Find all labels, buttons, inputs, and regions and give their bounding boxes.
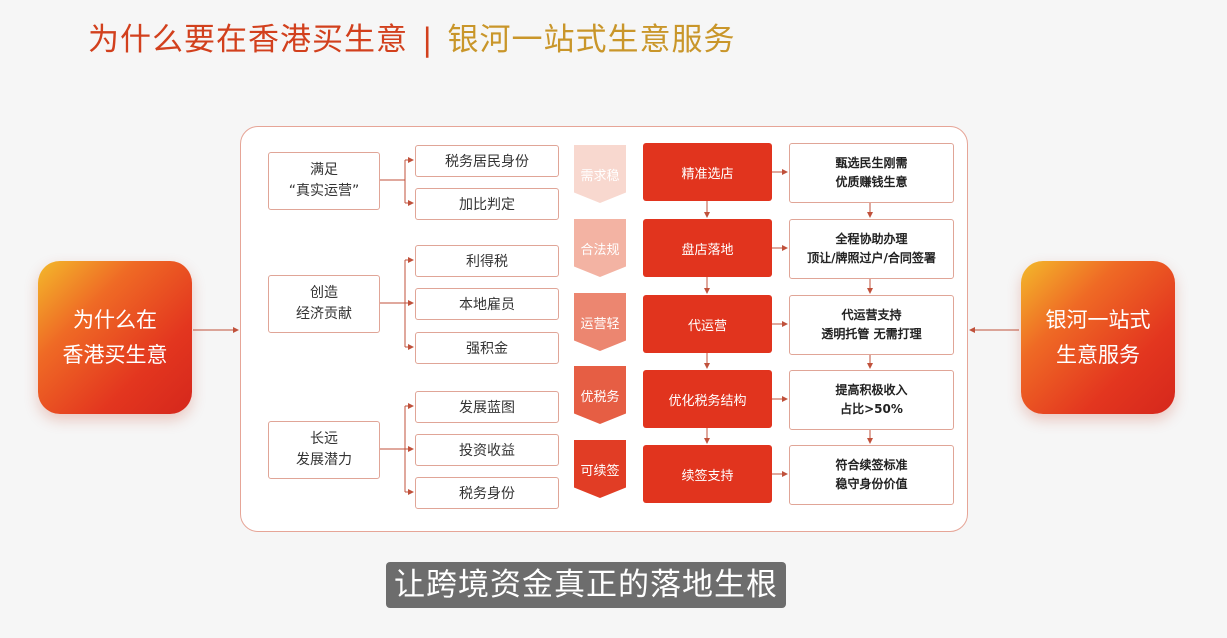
description-line1: 甄选民生刚需 bbox=[835, 156, 908, 170]
category-label-line2: 发展潜力 bbox=[296, 452, 352, 468]
step-box: 盘店落地 bbox=[643, 219, 772, 277]
benefit-chevron: 合法规 bbox=[574, 219, 626, 277]
description-line1: 全程协助办理 bbox=[835, 232, 908, 246]
category-real-operation: 满足 “真实运营” bbox=[268, 152, 380, 210]
why-hong-kong-box: 为什么在 香港买生意 bbox=[38, 261, 192, 414]
page-title: 为什么要在香港买生意 | 银河一站式生意服务 bbox=[88, 14, 735, 59]
description-line2: 透明托管 无需打理 bbox=[821, 327, 922, 341]
title-separator: | bbox=[422, 22, 434, 58]
sub-item-local-employees: 本地雇员 bbox=[415, 288, 559, 320]
sub-item-tax-identity: 税务身份 bbox=[415, 477, 559, 509]
service-box-line2: 生意服务 bbox=[1056, 342, 1140, 367]
benefit-chevron: 需求稳 bbox=[574, 145, 626, 203]
why-box-line2: 香港买生意 bbox=[62, 342, 168, 367]
category-label-line1: 满足 bbox=[309, 162, 338, 178]
step-box: 代运营 bbox=[643, 295, 772, 353]
step-description: 提高积极收入 占比>50% bbox=[789, 370, 954, 430]
sub-item-tie-breaker: 加比判定 bbox=[415, 188, 559, 220]
sub-item-profits-tax: 利得税 bbox=[415, 245, 559, 277]
sub-item-development-blueprint: 发展蓝图 bbox=[415, 391, 559, 423]
description-line2: 占比>50% bbox=[840, 402, 903, 416]
category-economic-contribution: 创造经济贡献 bbox=[268, 275, 380, 333]
description-line1: 代运营支持 bbox=[841, 308, 902, 322]
step-box: 优化税务结构 bbox=[643, 370, 772, 428]
description-line2: 顶让/牌照过户/合同签署 bbox=[807, 251, 936, 265]
step-description: 符合续签标准 稳守身份价值 bbox=[789, 445, 954, 505]
title-left: 为什么要在香港买生意 bbox=[88, 22, 408, 58]
sub-item-mpf: 强积金 bbox=[415, 332, 559, 364]
category-label-line2: 经济贡献 bbox=[296, 306, 352, 322]
galaxy-service-box: 银河一站式 生意服务 bbox=[1021, 261, 1175, 414]
category-label-line1: 长远 bbox=[310, 431, 338, 447]
step-description: 代运营支持 透明托管 无需打理 bbox=[789, 295, 954, 355]
benefit-chevron: 运营轻 bbox=[574, 293, 626, 351]
description-line2: 稳守身份价值 bbox=[835, 477, 908, 491]
category-long-term-potential: 长远发展潜力 bbox=[268, 421, 380, 479]
benefit-chevron: 可续签 bbox=[574, 440, 626, 498]
sub-item-investment-return: 投资收益 bbox=[415, 434, 559, 466]
step-box: 续签支持 bbox=[643, 445, 772, 503]
description-line1: 符合续签标准 bbox=[835, 458, 908, 472]
why-box-line1: 为什么在 bbox=[73, 307, 157, 332]
description-line2: 优质赚钱生意 bbox=[835, 175, 908, 189]
title-right: 银河一站式生意服务 bbox=[447, 22, 736, 58]
step-description: 全程协助办理 顶让/牌照过户/合同签署 bbox=[789, 219, 954, 279]
step-description: 甄选民生刚需 优质赚钱生意 bbox=[789, 143, 954, 203]
service-box-line1: 银河一站式 bbox=[1045, 307, 1151, 332]
sub-item-tax-residency: 税务居民身份 bbox=[415, 145, 559, 177]
benefit-chevron: 优税务 bbox=[574, 366, 626, 424]
description-line1: 提高积极收入 bbox=[835, 383, 908, 397]
category-label-line1: 创造 bbox=[310, 285, 338, 301]
category-label-line2: “真实运营” bbox=[288, 183, 360, 199]
step-box: 精准选店 bbox=[643, 143, 772, 201]
video-caption: 让跨境资金真正的落地生根 bbox=[386, 562, 786, 608]
